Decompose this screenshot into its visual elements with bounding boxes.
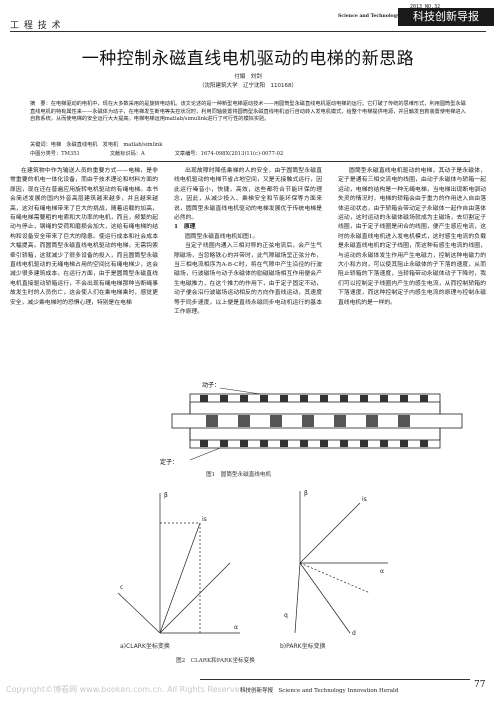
figure-1-caption: 图1 圆筒型永磁直线电机	[206, 472, 272, 478]
figure-1-motor-diagram: 动子： 定子：	[160, 382, 463, 466]
body-column-3: 圆筒型永磁直线电机驱动的电梯，其动子是永磁体，定子是通有三相交流电的线圈，由动子…	[338, 168, 486, 306]
d-axis-label: d	[352, 630, 356, 637]
mover-label: 动子：	[202, 382, 220, 389]
copyright-watermark: Copyright©博看网 www.bookan.com.cn. All Rig…	[6, 685, 248, 694]
classification-line: 中图分类号：TM351 文献标识码：A 文章编号：1674-098X(2013)…	[30, 150, 470, 157]
c-axis-label: c	[120, 584, 123, 591]
clc-code: 中图分类号：TM351	[30, 151, 80, 157]
abstract: 摘 要：在电梯驱动的电机中，现在大多数采用的是旋转电动机。该文论述的是一种新型电…	[30, 101, 466, 123]
abstract-rule	[30, 161, 470, 162]
is-label: is	[202, 516, 207, 523]
journal-name-box: 科技创新导报	[398, 8, 494, 26]
clark-subcaption: a)CLARK坐标变换	[120, 642, 170, 650]
stator-coils	[200, 395, 428, 447]
doc-code: 文献标识码：A	[109, 151, 145, 157]
q-axis-label: q	[284, 612, 288, 619]
section-heading: 1 原理	[174, 224, 196, 231]
mover-shaft	[171, 413, 463, 429]
body-column-2: 出现故障时降低乘梯的人的安全，由于圆筒型永磁直线电机驱动的电梯节省占地空间，又是…	[174, 167, 322, 377]
is-park-label: is	[362, 496, 367, 503]
park-alpha-label: α	[380, 568, 384, 575]
issue-number: 2013 NO.32	[410, 4, 441, 10]
body-column-1: 在建筑物中作为输送人员的重要方式——电梯，是非常重要的机电一体化设备，而由于技术…	[10, 168, 158, 306]
alpha-axis-label: α	[234, 624, 238, 631]
figure-2-transform-diagrams: β α is c β is d q α a)CLARK坐标变换 b)PARK坐标…	[117, 490, 388, 650]
beta-axis-label: β	[164, 492, 168, 499]
figure-2-caption: 图2 CLARK和PARK坐标变换	[176, 658, 255, 664]
article-title: 一种控制永磁直线电机驱动的电梯的新思路	[81, 49, 415, 69]
footer-rule	[200, 679, 470, 680]
park-beta-label: β	[304, 490, 308, 497]
paragraph: 圆筒型永磁直线电机如图1。	[185, 233, 259, 240]
park-diagram	[294, 491, 388, 634]
footer-journal: 科技创新导报 Science and Technology Innovation…	[240, 688, 399, 694]
page-number: 77	[474, 680, 486, 690]
section-label: 工 程 技 术	[10, 21, 62, 31]
header-rule	[10, 31, 486, 32]
park-subcaption: b)PARK坐标变换	[280, 642, 326, 650]
article-number: 文章编号：1674-098X(2013)11(c)-0077-02	[174, 151, 284, 157]
stator-label: 定子：	[160, 458, 178, 466]
clark-diagram	[117, 493, 240, 634]
paragraph: 出现故障时降低乘梯的人的安全，由于圆筒型永磁直线电机驱动的电梯节省占地空间，又是…	[174, 168, 322, 222]
keywords: 关键词：电梯 永磁直线电机 发电机 matlab/simlink	[30, 142, 163, 148]
affiliation: （沈阳建筑大学 辽宁沈阳 110168）	[199, 83, 297, 89]
authors: 付娟 刘剑	[234, 74, 262, 80]
journal-name-en: Science and Technology Innovation Herald	[338, 14, 449, 19]
paragraph: 当定子线圈内通入三相对称的正弦电流后，会产生气隙磁场，当忽略铁心的并带时，此气隙…	[174, 243, 322, 316]
